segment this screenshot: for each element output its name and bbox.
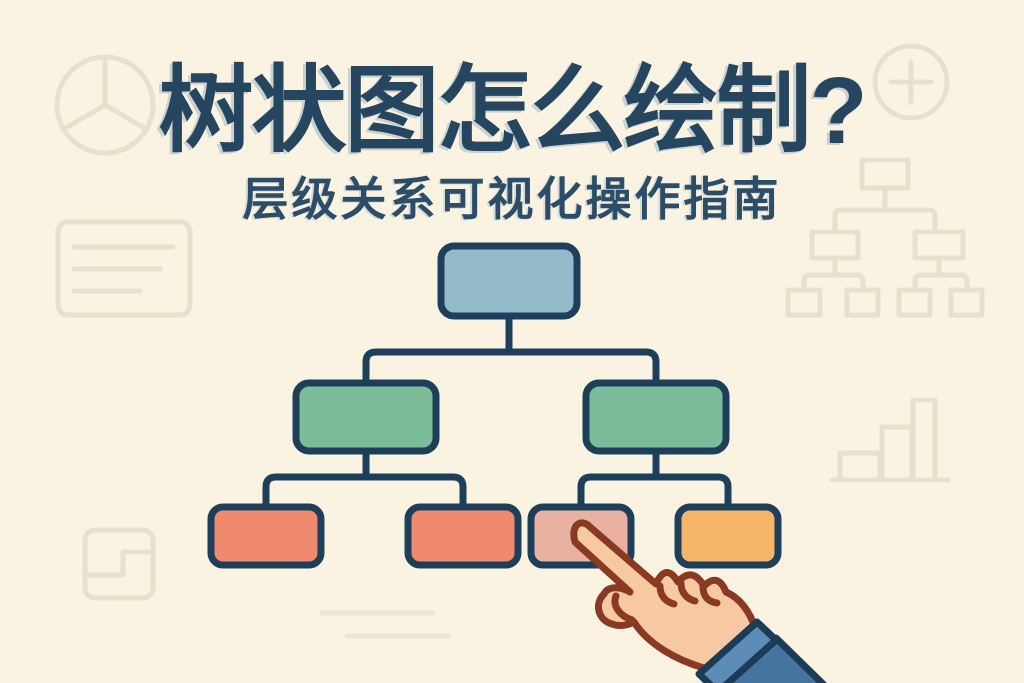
pie-chart-icon <box>54 54 156 156</box>
text-lines-icon <box>319 610 451 639</box>
connector-root-to-branches <box>362 316 660 383</box>
thumb-crease-line <box>611 592 636 624</box>
finger-crease-lines <box>656 579 721 608</box>
tree-node-branch-left <box>292 379 440 455</box>
mini-tree-icon <box>785 157 985 318</box>
connector-right-branch-to-leaves <box>577 451 732 507</box>
background-decorations <box>54 43 985 639</box>
pointing-hand-cursor <box>570 519 827 683</box>
tree-node-branch-right <box>582 379 730 455</box>
tree-node-leaf-4 <box>674 503 782 569</box>
bar-chart-icon <box>829 397 951 483</box>
tree-diagram <box>207 242 782 569</box>
document-card-icon <box>55 219 193 318</box>
tree-node-leaf-1 <box>207 503 325 569</box>
page-title: 树状图怎么绘制? <box>158 58 867 164</box>
tree-node-root <box>437 242 581 320</box>
step-square-icon <box>82 527 156 601</box>
sleeve-cuff <box>695 618 780 683</box>
page-subtitle: 层级关系可视化操作指南 <box>242 173 782 225</box>
connector-left-branch-to-leaves <box>262 451 467 507</box>
tree-node-leaf-2 <box>404 503 522 569</box>
plus-circle-icon <box>872 43 950 121</box>
